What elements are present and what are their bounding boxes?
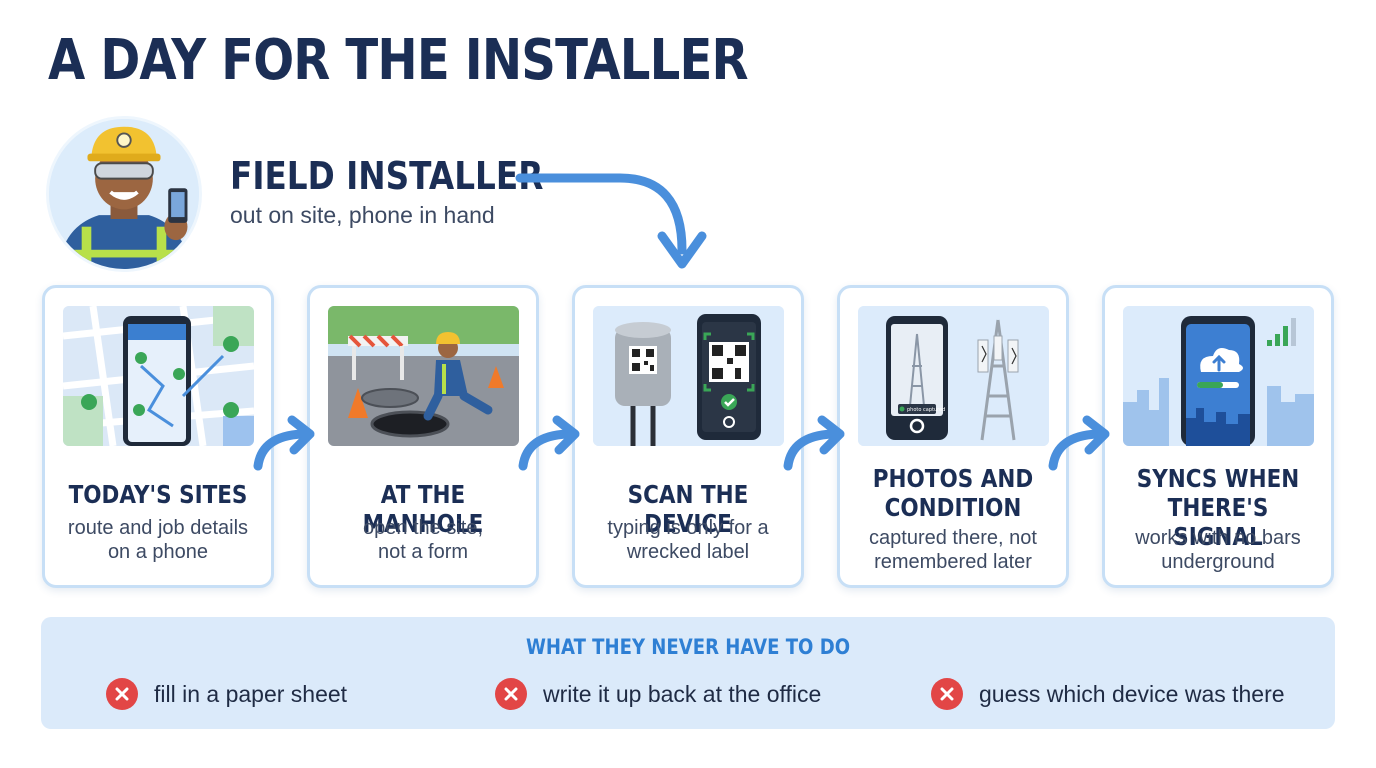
step-card-at-the-manhole: AT THE MANHOLE open the site, not a form <box>307 285 539 588</box>
qr-scan-illustration <box>593 306 784 446</box>
curved-arrow-icon <box>515 173 707 269</box>
step-title: PHOTOS AND CONDITION <box>856 464 1050 522</box>
close-icon <box>931 678 963 710</box>
never-title: WHAT THEY NEVER HAVE TO DO <box>525 635 851 659</box>
connector-arrow-icon <box>518 415 580 471</box>
connector-arrow-icon <box>783 415 845 471</box>
never-item: guess which device was there <box>931 678 1285 710</box>
step-description-line: on a phone <box>107 541 209 563</box>
step-title: SCAN THE DEVICE <box>627 480 749 538</box>
step-card-photos-and-condition: photo captured PHOTOS AND CONDITION capt… <box>837 285 1069 588</box>
step-card-scan-the-device: SCAN THE DEVICE typing is only for a wre… <box>572 285 804 588</box>
never-item-label: fill in a paper sheet <box>154 680 348 707</box>
photo-tower-illustration: photo captured <box>858 306 1049 446</box>
step-description-line: works with no bars <box>1135 527 1301 549</box>
phone-caption: photo captured <box>907 407 945 413</box>
connector-arrow-icon <box>1048 415 1110 471</box>
step-description-line: underground <box>1161 551 1275 573</box>
step-description: works with no bars underground <box>1111 526 1325 574</box>
step-title: AT THE MANHOLE <box>362 480 484 538</box>
installer-avatar-icon <box>46 116 202 272</box>
page-title: A DAY FOR THE INSTALLER <box>48 28 749 93</box>
step-card-syncs-when-signal: SYNCS WHEN THERE'S SIGNAL works with no … <box>1102 285 1334 588</box>
step-title-line: PHOTOS AND <box>872 464 1034 493</box>
step-description: open the site, not a form <box>316 516 530 564</box>
manhole-illustration <box>328 306 519 446</box>
step-description: typing is only for a wrecked label <box>581 516 795 564</box>
never-panel: WHAT THEY NEVER HAVE TO DO fill in a pap… <box>41 617 1335 729</box>
step-description-line: route and job details <box>67 517 249 539</box>
role-title: FIELD INSTALLER <box>230 154 544 198</box>
step-title-line: SYNCS WHEN <box>1136 464 1300 493</box>
never-item: write it up back at the office <box>495 678 821 710</box>
step-description-line: open the site, <box>362 517 484 539</box>
step-title-line: CONDITION <box>884 493 1022 522</box>
step-description: route and job details on a phone <box>51 516 265 564</box>
never-item: fill in a paper sheet <box>106 678 347 710</box>
map-phone-illustration <box>63 306 254 446</box>
step-card-todays-sites: TODAY'S SITES route and job details on a… <box>42 285 274 588</box>
close-icon <box>495 678 527 710</box>
step-description-line: remembered later <box>874 551 1032 573</box>
connector-arrow-icon <box>253 415 315 471</box>
step-title: SYNCS WHEN THERE'S SIGNAL <box>1121 464 1315 551</box>
cloud-sync-illustration <box>1123 306 1314 446</box>
close-icon <box>106 678 138 710</box>
step-title: TODAY'S SITES <box>68 480 248 509</box>
never-item-label: guess which device was there <box>979 680 1285 707</box>
never-item-label: write it up back at the office <box>543 680 822 707</box>
step-title-line: THERE'S SIGNAL <box>1167 493 1269 551</box>
step-description-line: captured there, not <box>869 527 1037 549</box>
step-description: captured there, not remembered later <box>846 526 1060 574</box>
step-description-line: wrecked label <box>626 541 750 563</box>
step-description-line: typing is only for a <box>607 517 769 539</box>
step-description-line: not a form <box>377 541 469 563</box>
role-subtitle: out on site, phone in hand <box>230 202 495 228</box>
